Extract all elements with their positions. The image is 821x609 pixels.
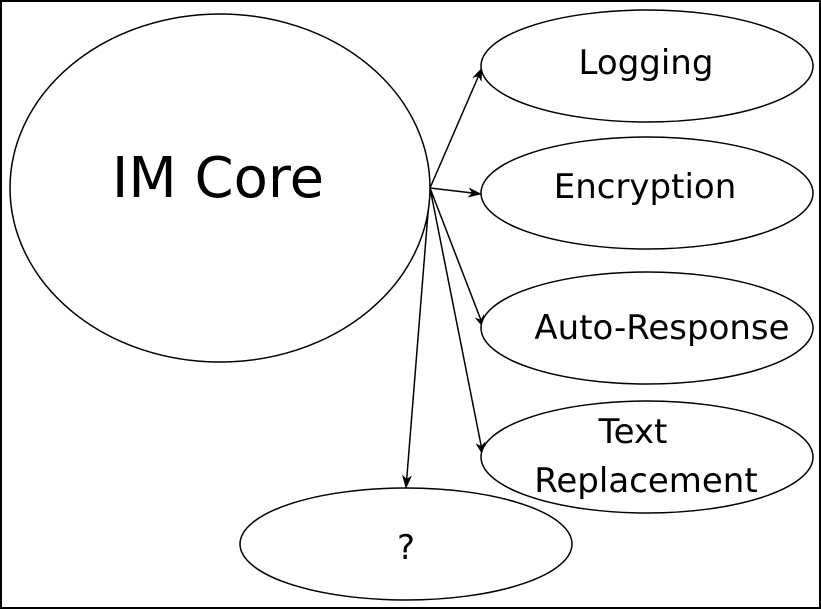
encryption-ellipse [480,136,814,250]
auto-response-label: Auto-Response [534,308,789,348]
im-core-label: IM Core [112,146,324,211]
edge-core-to-encryption [429,187,482,198]
node-encryption: Encryption [480,136,814,250]
logging-ellipse [480,9,814,123]
unknown-ellipse [239,487,573,601]
node-unknown: ? [239,487,573,601]
node-text-replacement: Text Replacement [480,400,814,514]
text-replacement-label-line1: Text [598,412,668,452]
text-replacement-ellipse [480,400,814,514]
node-logging: Logging [480,9,814,123]
edge-core-to-auto-response [429,187,485,329]
text-replacement-label-line2: Replacement [534,461,757,501]
unknown-label: ? [397,528,415,568]
node-im-core: IM Core [9,13,431,363]
auto-response-ellipse [480,271,814,385]
encryption-label: Encryption [554,167,737,207]
logging-label: Logging [579,43,714,83]
edge-core-to-text-replacement [429,187,486,456]
edge-core-to-logging [429,67,483,189]
im-core-ellipse [9,13,431,363]
node-auto-response: Auto-Response [480,271,814,385]
edge-core-to-unknown [402,187,431,489]
